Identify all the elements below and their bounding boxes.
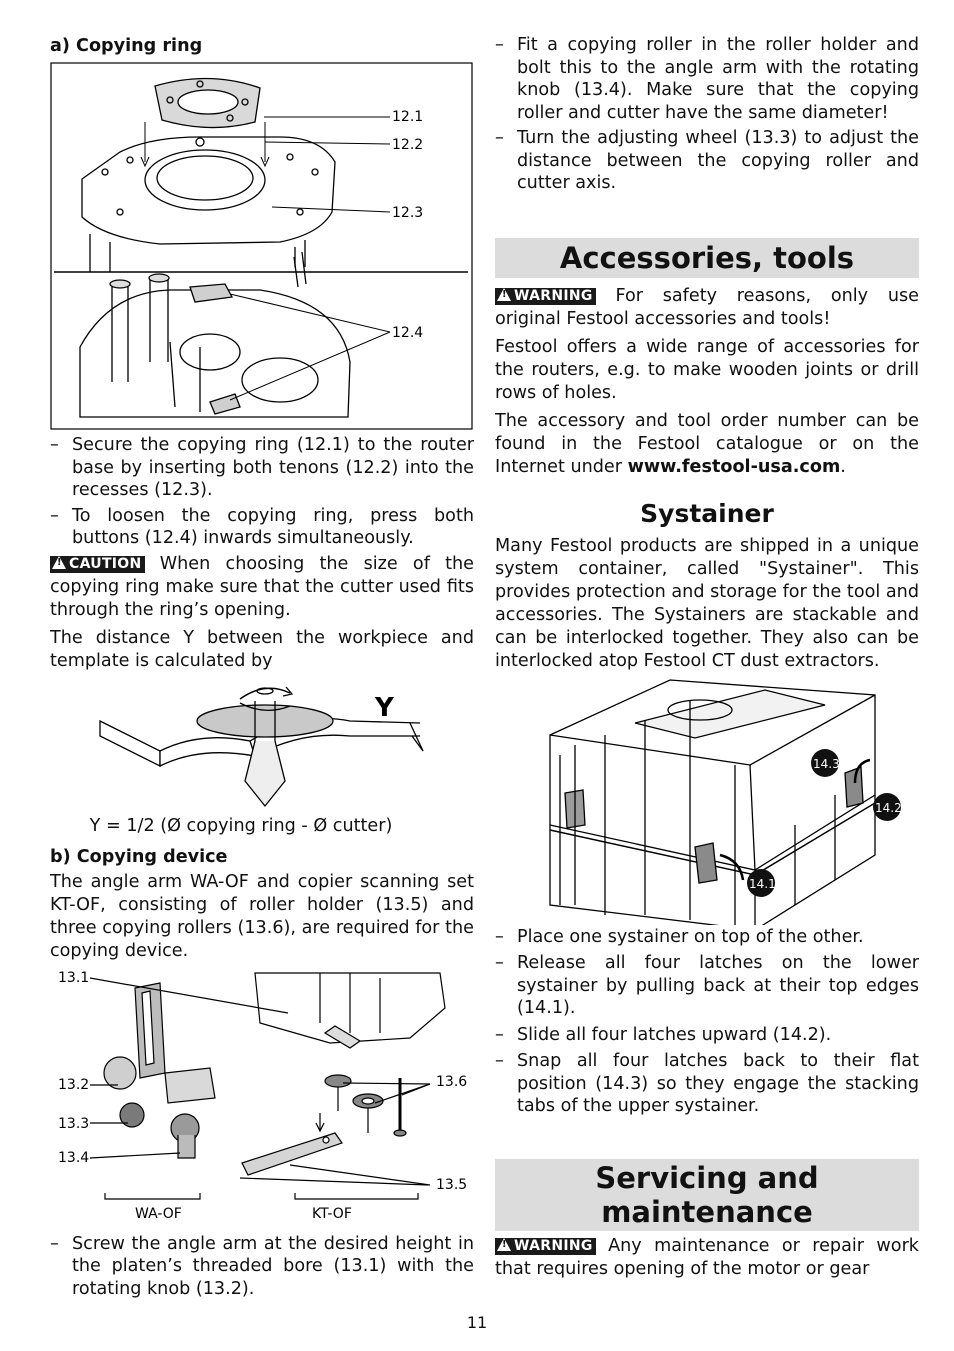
fig13-group-wa-of: WA-OF (135, 1206, 182, 1222)
right-top-bullet-1: Fit a copying roller in the roller holde… (495, 34, 919, 124)
caution-paragraph: CAUTION When choosing the size of the co… (50, 553, 474, 622)
figure-13-copying-device: 13.1 13.2 13.3 13.4 13.6 13.5 WA-OF KT-O… (58, 970, 467, 1222)
figure-12-copying-ring: 12.1 12.2 12.3 12.4 (50, 62, 473, 430)
warning-paragraph-2: WARNING Any maintenance or repair work t… (495, 1235, 919, 1281)
fig14-label-1: 14.1 (749, 877, 776, 891)
servicing-title-line-1: Servicing and (595, 1160, 819, 1195)
systainer-bullet-3: Slide all four latches upward (14.2). (495, 1024, 919, 1047)
figure-y-distance: Y (99, 686, 424, 807)
systainer-bullet-1: Place one systainer on top of the other. (495, 926, 919, 949)
warning-triangle-icon (497, 287, 511, 301)
fig12-label-3: 12.3 (392, 205, 423, 221)
warning-triangle-icon (497, 1237, 511, 1251)
systainer-heading: Systainer (640, 498, 774, 528)
figure-14-systainer: 14.3 14.2 14.1 (549, 678, 902, 925)
fig13-label-4: 13.4 (58, 1150, 89, 1166)
device-bullets: Screw the angle arm at the desired heigh… (50, 1233, 474, 1301)
fig14-label-2: 14.2 (875, 801, 902, 815)
fig-y-label: Y (374, 693, 395, 723)
ring-bullets: Secure the copying ring (12.1) to the ro… (50, 434, 474, 550)
right-column: Fit a copying roller in the roller holde… (495, 34, 919, 1281)
fig13-label-1: 13.1 (58, 970, 89, 986)
accessories-banner: Accessories, tools (495, 237, 919, 278)
ring-bullet-1: Secure the copying ring (12.1) to the ro… (50, 434, 474, 502)
right-top-bullets: Fit a copying roller in the roller holde… (495, 34, 919, 195)
warning-tag-1: WARNING (495, 287, 596, 305)
distance-paragraph: The distance Y between the workpiece and… (50, 627, 474, 671)
fig12-label-4: 12.4 (392, 325, 423, 341)
right-top-bullet-2: Turn the adjusting wheel (13.3) to adjus… (495, 127, 919, 195)
fig12-label-2: 12.2 (392, 137, 423, 153)
fig12-label-1: 12.1 (392, 109, 423, 125)
servicing-title-line-2: maintenance (601, 1194, 813, 1229)
warning-triangle-icon (52, 555, 66, 569)
servicing-banner: Servicing and maintenance (495, 1158, 919, 1231)
fig13-label-3: 13.3 (58, 1116, 89, 1132)
warning-tag-2: WARNING (495, 1237, 596, 1255)
accessories-paragraph-3: The accessory and tool order number can … (495, 410, 919, 477)
fig13-group-kt-of: KT-OF (312, 1206, 352, 1222)
copying-device-heading: b) Copying device (50, 846, 228, 867)
fig13-label-5: 13.5 (436, 1177, 467, 1193)
y-formula: Y = 1/2 (Ø copying ring - Ø cutter) (89, 815, 393, 836)
copying-ring-heading: a) Copying ring (50, 36, 203, 56)
left-column: a) Copying ring (50, 34, 474, 1300)
device-bullet-1: Screw the angle arm at the desired heigh… (50, 1233, 474, 1301)
caution-tag: CAUTION (50, 555, 145, 573)
festool-url-link[interactable]: www.festool-usa.com (627, 456, 841, 477)
fig14-label-3: 14.3 (813, 757, 840, 771)
fig13-label-2: 13.2 (58, 1077, 89, 1093)
ring-bullet-2: To loosen the copying ring, press both b… (50, 505, 474, 550)
warning-paragraph-1: WARNING For safety reasons, only use ori… (495, 285, 919, 331)
device-paragraph: The angle arm WA-OF and copier scanning … (50, 871, 474, 961)
systainer-paragraph: Many Festool products are shipped in a u… (495, 535, 919, 671)
systainer-bullets: Place one systainer on top of the other.… (495, 926, 919, 1118)
page-number: 11 (466, 1313, 488, 1332)
systainer-bullet-4: Snap all four latches back to their flat… (495, 1050, 919, 1118)
fig13-label-6: 13.6 (436, 1074, 467, 1090)
systainer-bullet-2: Release all four latches on the lower sy… (495, 952, 919, 1020)
accessories-paragraph-2: Festool offers a wide range of accessori… (495, 336, 919, 403)
